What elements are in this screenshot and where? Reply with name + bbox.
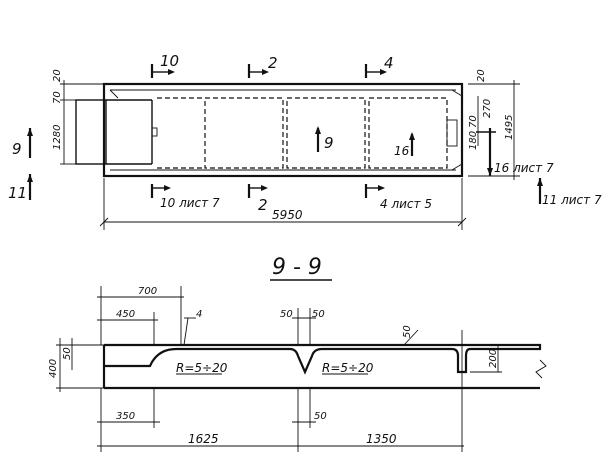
dim-4-leader (183, 317, 189, 346)
dim-50-c-leader (403, 329, 419, 346)
dim-1280-label: 1280 (52, 125, 63, 150)
dim-700-label: 700 (138, 286, 157, 297)
dim-50-left-label: 50 (62, 347, 73, 360)
plan-cell-2 (286, 97, 366, 169)
cut-9-arrowhead (315, 126, 321, 134)
radius-1-label: R=5÷20 (176, 361, 228, 375)
ref-2-arrowhead (261, 185, 268, 191)
dim-400-label: 400 (48, 359, 59, 378)
plan-outline (102, 82, 464, 178)
dim-1495-label: 1495 (504, 115, 515, 140)
cut-16-arrowhead (409, 132, 415, 140)
section-profile-top (104, 343, 542, 375)
cut-2-arrowhead (262, 69, 269, 75)
dim-1350-label: 1350 (366, 432, 397, 446)
dim-450-label: 450 (116, 309, 135, 320)
plan-dimensions: 5950 20 70 1280 20 270 1495 70 180 (52, 69, 520, 230)
ref-11-label: 11 лист 7 (542, 193, 602, 207)
dim-1625-label: 1625 (188, 432, 219, 446)
dim-200-label: 200 (488, 349, 499, 368)
dim-180-label: 180 (468, 131, 479, 150)
plan-right-insert (446, 119, 458, 147)
ref-4-label: 4 лист 5 (380, 197, 432, 211)
section-title: 9 - 9 (272, 255, 322, 280)
plan-left-chamfer-top (109, 89, 119, 99)
dim-5950-label: 5950 (272, 208, 303, 222)
ref-4-arrowhead (378, 185, 385, 191)
dim-50-bottom-label: 50 (314, 411, 327, 422)
plan-right-chamfer-bottom (451, 163, 463, 171)
left-11-label: 11 (8, 184, 27, 202)
ref-10-arrowhead (164, 185, 171, 191)
plan-right-chamfer-top (451, 89, 463, 97)
cut-2-label: 2 (268, 54, 278, 72)
dim-50-b-label: 50 (312, 309, 325, 320)
ref-10-label: 10 лист 7 (160, 196, 220, 210)
ref-16-label: 16 лист 7 (494, 161, 554, 175)
dim-4-label: 4 (196, 309, 202, 320)
cut-16-label: 16 (394, 144, 410, 158)
dim-270-label: 270 (482, 99, 493, 118)
left-9-label: 9 (12, 140, 22, 158)
dim-20-tr-label: 20 (476, 69, 487, 82)
section-view: 9 - 9 R=5÷20 R=5÷20 (102, 255, 547, 390)
left-9-arrowhead (27, 128, 33, 136)
cut-4-arrowhead (380, 69, 387, 75)
section-dimensions: 700 450 4 50 50 50 400 50 200 350 (48, 286, 502, 452)
ref-2-label: 2 (258, 196, 268, 214)
plan-view (75, 82, 464, 178)
cut-9-label: 9 (324, 134, 334, 152)
ref-16-arrowhead (487, 168, 493, 176)
dim-20-tl-label: 20 (52, 69, 63, 82)
plan-left-insert (151, 127, 158, 137)
dim-5950-tick-right (457, 217, 467, 227)
radius-2-label: R=5÷20 (322, 361, 374, 375)
section-break-mark (535, 359, 547, 379)
dim-5950-tick-left (99, 217, 109, 227)
dim-50-c-label: 50 (402, 325, 413, 338)
left-11-arrowhead (27, 174, 33, 182)
dim-70-label: 70 (52, 91, 63, 104)
cut-4-label: 4 (384, 54, 394, 72)
dim-70-r-label: 70 (468, 115, 479, 128)
dim-50-a-label: 50 (280, 309, 293, 320)
cut-10-label: 10 (160, 52, 179, 70)
dim-350-label: 350 (116, 411, 135, 422)
plan-cell-1 (204, 97, 284, 169)
cut-10-arrowhead (168, 69, 175, 75)
plan-left-block (75, 99, 107, 165)
section-markers: 10 2 4 9 16 9 11 10 лист 7 (8, 52, 602, 214)
ref-11-arrowhead (537, 178, 543, 186)
